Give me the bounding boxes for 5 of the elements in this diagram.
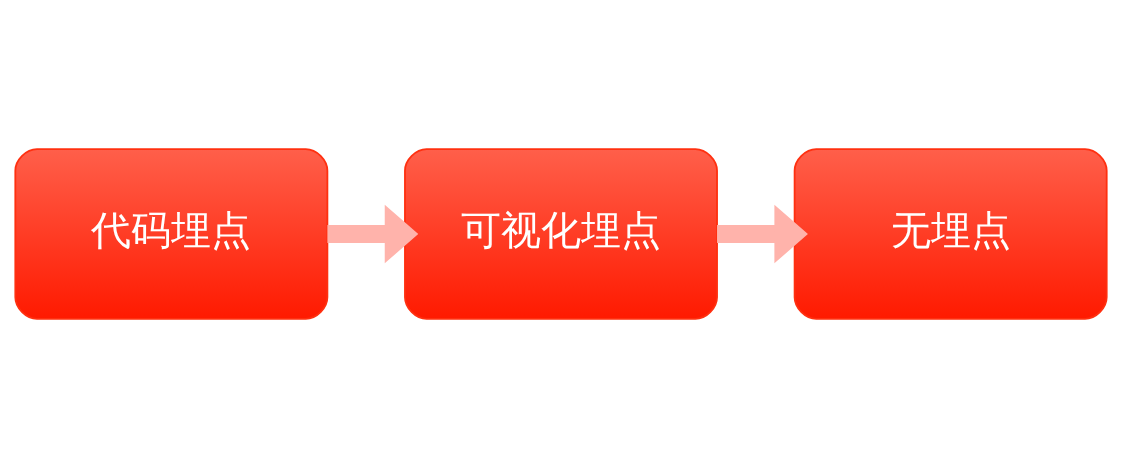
arrow	[327, 204, 419, 263]
node-box: 无埋点	[793, 147, 1108, 320]
arrow	[717, 204, 808, 263]
node-box: 代码埋点	[14, 147, 329, 320]
node-box: 可视化埋点	[404, 147, 718, 320]
